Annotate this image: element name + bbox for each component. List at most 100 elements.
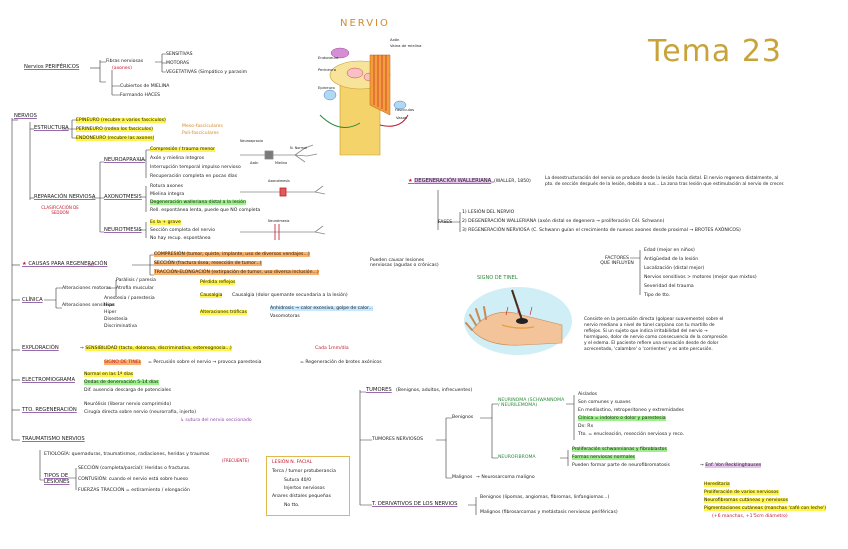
nervios-root: NERVIOS: [14, 113, 37, 119]
fibra-motoras: MOTORAS: [166, 61, 190, 66]
tto-regeneracion: TTO. REGENERACIÓN: [22, 407, 77, 413]
no-derivados-0: Benignos (lipomas, angiomas, fibromas, l…: [480, 495, 610, 500]
neurofibroma-2: Pueden formar parte de neurofibromatosis: [572, 463, 670, 468]
alt-sensitivas: Alteraciones sensitivas: [62, 303, 115, 308]
reck-2: Neurofibromas cutáneas y nerviosos: [704, 498, 788, 503]
alt-sens-3: Disestesia: [104, 317, 128, 322]
axonotmesis-item-2: Degeneración walleriana distal a la lesi…: [150, 200, 246, 205]
reck-3: Pigmentaciones cutáneas (manchas 'café c…: [704, 506, 827, 511]
neuroapraxia: NEUROAPRAXIA: [104, 157, 145, 163]
axonotmesis-item-0: Rotura axones: [150, 184, 184, 189]
causa-traccion: TRACCIÓN-ELONGACIÓN (extirpación de tumo…: [154, 270, 319, 275]
tinel-image-title: SIGNO DE TINEL: [477, 275, 518, 281]
perineuro-item: PERINEURO (rodea los fascículos): [76, 127, 153, 132]
label-vasos: Vasos: [396, 115, 407, 120]
lesion-item-3: Anares dístales pequeñas: [272, 494, 332, 499]
exploracion: EXPLORACIÓN: [22, 345, 59, 351]
tinel-para: Consiste en la percusión directa (golpea…: [584, 317, 728, 352]
neurinoma-3: Clínica = indoloro o dolor y parestesia: [578, 416, 666, 421]
alt-troficas: Alteraciones tróficas: [200, 310, 247, 315]
emg-2: Dif. ausencia descarga de potenciales: [84, 388, 172, 393]
neurofibroma: NEUROFIBROMA: [498, 455, 536, 460]
fase-3: 3) REGENERACIÓN NERVIOSA (C. Schwann guí…: [462, 228, 741, 233]
lesion-item-1: Sutura 40/0: [284, 478, 312, 483]
epineuro-item: EPINEURO (recubre a varios fascículos): [76, 118, 166, 123]
neurofibroma-1: Formas nerviosas normales: [572, 455, 636, 460]
perdida-reflejos: Pérdida reflejos: [200, 280, 236, 285]
img-label-axon: Axón: [250, 161, 259, 165]
factor-1: Antigüedad de la lesión: [644, 257, 699, 262]
wallerian-desc: La desestructuración del nervio se produ…: [545, 176, 785, 187]
endoneuro-item: ENDONEURO (recubre las axones): [76, 136, 155, 141]
causa-compresion: COMPRESIÓN (tumor, quiste, implante, uso…: [154, 252, 310, 257]
tipo-traccion: FUERZAS TRACCIÓN = estiramiento / elonga…: [78, 488, 190, 493]
neurinoma: NEURINOMA (SCHWANNOMA / NEURILEMOMA): [498, 398, 565, 409]
reck-0: Hereditaria: [704, 482, 730, 487]
neurinoma-5: Tto. = enucleación, resección nerviosa y…: [578, 432, 685, 437]
traumatismo-nervios: TRAUMATISMO NERVIOS: [22, 436, 85, 442]
neuroapraxia-item-3: Recuperación completa en pocas días: [150, 174, 238, 179]
img-label-neuroapraxia: Neuroapraxia: [240, 139, 263, 143]
page-title: Tema 23: [648, 34, 783, 69]
reck-4: (+6 manchas, +1'5cm diámetro): [712, 514, 788, 519]
benignos: Benignos: [452, 415, 474, 420]
reck-1: Proliferación de varios nerviosos: [704, 490, 779, 495]
wallerian-year: (WALLER, 1850): [494, 179, 531, 184]
emg-1: Ondas de denervación 5-14 días: [84, 380, 159, 385]
fibra-vegetativas: VEGETATIVAS (Simpático y parasim: [166, 70, 248, 75]
label-axon: Axón: [390, 37, 400, 42]
neurotmesis-item-0: Es la + grave: [150, 220, 181, 225]
clasificacion-seddon: CLASIFICACIÓN DE SEDDON: [41, 205, 79, 215]
causas-regeneracion: ★ CAUSAS PARA REGENERACIÓN: [22, 261, 108, 267]
fase-2: 2) DEGENERACIÓN WALLERIANA (axón distal …: [462, 219, 665, 224]
fibras-axones: (axones): [112, 66, 132, 71]
lesion-facial-title: LESIÓN N. FACIAL: [272, 460, 313, 465]
tumores-root: TUMORES: [366, 387, 392, 393]
label-epineuro: Epineuro: [318, 85, 335, 90]
axonotmesis-item-3: Rell. espontánea lenta, puede que NO com…: [150, 208, 261, 213]
no-derivados-1: Malignos (fibrosarcomas y metástasis ner…: [480, 510, 618, 515]
factor-0: Edad (mejor en niños): [644, 248, 695, 253]
lesion-item-4: No tto.: [284, 503, 300, 508]
axonotmesis: AXONOTMESIS: [104, 194, 142, 200]
vasomotoras: Vasomotoras: [270, 314, 300, 319]
tipo-seccion: SECCIÓN (completa/parcial): Heridas o fr…: [78, 466, 191, 471]
alt-motoras-0: Parálisis / paresia: [116, 278, 156, 283]
neurinoma-4: Dx: Rx: [578, 424, 594, 429]
lesion-item-2: Injertos nerviosos: [284, 486, 325, 491]
emg-0: Normal en las 1ª días: [84, 372, 134, 377]
causalgia-desc: Causalgia (dolor quemante secundaria a l…: [232, 293, 348, 298]
alt-sens-4: Discriminativa: [104, 324, 137, 329]
reparacion-nerviosa: REPARACIÓN NERVIOSA: [34, 194, 96, 200]
pueden-causar: Pueden causar lesiones nerviosas (agudas…: [370, 258, 439, 269]
fases-label: FASES: [438, 220, 453, 225]
neurotmesis: NEUROTMESIS: [104, 227, 142, 233]
factores-label: FACTORES QUE INFLUYEN: [600, 256, 634, 267]
meso-fasciculares: Meso-fascículares: [182, 124, 223, 129]
factor-3: Nervios sensitivos > motores (mejor que …: [644, 275, 757, 280]
tto-1: Cirugía directa sobre nervio (neurorrafi…: [84, 410, 197, 415]
neurinoma-1: Son comunes y suaves: [578, 400, 631, 405]
causalgia: Causalgia: [200, 293, 223, 298]
tto-0: Neurólisis (liberar nervio comprimido): [84, 402, 172, 407]
tinel-desc: = Percusión sobre el nervio → provoca pa…: [148, 360, 262, 365]
alt-motoras-1: Atrofia muscular: [116, 286, 154, 291]
cada-mm: Cada 1mm/día: [315, 346, 349, 351]
signo-tinel-label: SIGNO DE TINEL: [104, 360, 142, 365]
lesion-item-0: Terca / tumor protuberancia: [272, 469, 336, 474]
clinica: CLÍNICA: [22, 297, 43, 303]
tumores-nerviosos: TUMORES NERVIOSOS: [372, 437, 424, 442]
alt-sens-2: Hiper: [104, 310, 117, 315]
factor-5: Tipo de tto.: [644, 293, 671, 298]
cubiertos-mielina: Cubiertos de MIELINA: [120, 84, 170, 89]
sensibilidad: → SENSIBILIDAD (tacto, dolorosa, discrim…: [80, 346, 232, 351]
no-derivados: T. DERIVATIVOS DE LOS NERVIOS: [372, 501, 458, 507]
neurinoma-2: En mediastino, retroperitoneo y extremid…: [578, 408, 684, 413]
tumores-desc: (Benignos, adultos, infrecuentes): [396, 388, 473, 393]
frecuente: (FRECUENTE): [222, 458, 249, 463]
nervios-perifericos-root: Nervios PERIFÉRICOS: [24, 64, 80, 70]
wallerian-title: ★ DEGENERACIÓN WALLERIANA: [408, 178, 492, 184]
etiologia: ETIOLOGÍA: quemaduras, traumatismos, rad…: [44, 452, 210, 457]
img-label-axonotmesis: Axonotmesis: [268, 179, 290, 183]
neurosarcoma: → Neurosarcoma maligno: [476, 475, 535, 480]
